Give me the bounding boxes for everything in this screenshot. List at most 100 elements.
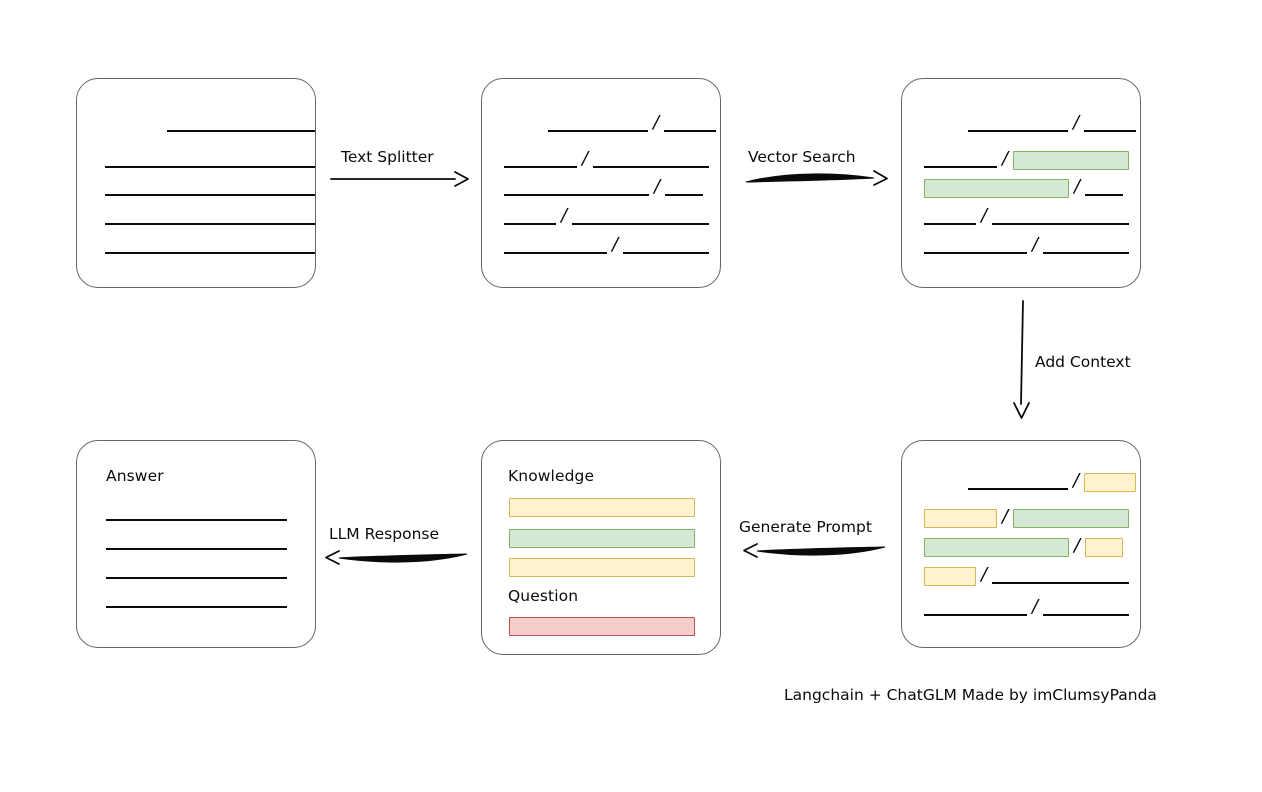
text-line xyxy=(105,179,315,197)
highlight-chunk-yellow xyxy=(1085,537,1124,557)
text-line xyxy=(992,567,1130,585)
slash-separator: / xyxy=(981,563,988,585)
highlight-chunk-green xyxy=(924,537,1069,557)
table-row xyxy=(77,178,315,198)
table-row: / xyxy=(902,563,1140,586)
text-line xyxy=(504,179,649,197)
knowledge-section-label: Knowledge xyxy=(508,467,595,485)
edge-label-vector-search: Vector Search xyxy=(748,148,856,166)
table-row: / xyxy=(902,175,1140,198)
highlight-chunk-yellow xyxy=(924,508,997,528)
text-line xyxy=(968,473,1068,491)
text-line xyxy=(992,208,1130,226)
context-chunks-rows: / / / / / xyxy=(902,441,1140,647)
node-source-document[interactable] xyxy=(76,78,316,288)
knowledge-bar xyxy=(509,498,695,517)
table-row: / xyxy=(902,534,1140,557)
slash-separator: / xyxy=(582,147,589,169)
text-line xyxy=(1084,115,1137,133)
table-row: / xyxy=(902,204,1140,227)
text-line xyxy=(572,208,710,226)
slash-separator: / xyxy=(1073,111,1080,133)
text-line xyxy=(664,115,717,133)
slash-separator: / xyxy=(1032,595,1039,617)
edge-label-llm-response: LLM Response xyxy=(329,525,440,543)
node-answer[interactable]: Answer xyxy=(76,440,316,648)
text-line xyxy=(167,115,315,133)
slash-separator: / xyxy=(1073,469,1080,491)
text-line xyxy=(105,208,315,226)
text-line xyxy=(504,208,556,226)
edge-arrow-add-context xyxy=(1013,300,1030,419)
text-line xyxy=(623,237,710,255)
split-chunks-rows: / / / / / xyxy=(482,79,720,287)
table-row: / xyxy=(902,111,1140,134)
highlight-chunk-yellow xyxy=(1084,472,1137,492)
table-row: / xyxy=(902,595,1140,618)
highlight-chunk-green xyxy=(1013,150,1130,170)
answer-line xyxy=(106,606,287,608)
knowledge-bar xyxy=(509,558,695,577)
text-line xyxy=(924,237,1027,255)
edge-label-add-context: Add Context xyxy=(1035,353,1131,371)
answer-line xyxy=(106,548,287,550)
answer-title: Answer xyxy=(106,467,164,485)
knowledge-bar xyxy=(509,529,695,548)
answer-line xyxy=(106,577,287,579)
table-row: / xyxy=(482,175,720,198)
retrieved-chunks-rows: / / / / / xyxy=(902,79,1140,287)
slash-separator: / xyxy=(981,204,988,226)
slash-separator: / xyxy=(1074,175,1081,197)
table-row: / xyxy=(902,469,1140,492)
highlight-chunk-green xyxy=(1013,508,1130,528)
slash-separator: / xyxy=(612,233,619,255)
edge-label-text-splitter: Text Splitter xyxy=(341,148,434,166)
node-context-chunks[interactable]: / / / / / xyxy=(901,440,1141,648)
text-line xyxy=(665,179,704,197)
slash-separator: / xyxy=(561,204,568,226)
text-line xyxy=(924,151,997,169)
text-line xyxy=(593,151,710,169)
table-row: / xyxy=(902,505,1140,528)
table-row: / xyxy=(482,147,720,170)
question-section-label: Question xyxy=(508,587,579,605)
slash-separator: / xyxy=(1002,147,1009,169)
footer-credit: Langchain + ChatGLM Made by imClumsyPand… xyxy=(784,686,1157,704)
table-row xyxy=(77,150,315,170)
text-line xyxy=(105,237,315,255)
text-line xyxy=(1085,179,1124,197)
slash-separator: / xyxy=(1002,505,1009,527)
table-row: / xyxy=(482,204,720,227)
table-row xyxy=(77,207,315,227)
slash-separator: / xyxy=(654,175,661,197)
table-row xyxy=(77,114,315,134)
table-row: / xyxy=(482,111,720,134)
text-line xyxy=(504,237,607,255)
slash-separator: / xyxy=(653,111,660,133)
edge-arrow-generate-prompt xyxy=(743,543,886,558)
text-line xyxy=(1043,599,1130,617)
edge-arrow-llm-response xyxy=(325,550,468,565)
node-split-chunks[interactable]: / / / / / xyxy=(481,78,721,288)
answer-line xyxy=(106,519,287,521)
highlight-chunk-yellow xyxy=(924,566,976,586)
text-line xyxy=(968,115,1068,133)
table-row: / xyxy=(902,147,1140,170)
edge-label-generate-prompt: Generate Prompt xyxy=(739,518,872,536)
text-line xyxy=(1043,237,1130,255)
text-line xyxy=(105,151,315,169)
node-retrieved-chunks[interactable]: / / / / / xyxy=(901,78,1141,288)
text-line xyxy=(548,115,648,133)
table-row: / xyxy=(482,233,720,256)
question-bar xyxy=(509,617,695,636)
node-prompt[interactable]: Knowledge Question xyxy=(481,440,721,655)
table-row xyxy=(77,236,315,256)
text-line xyxy=(924,208,976,226)
text-line xyxy=(924,599,1027,617)
edge-arrow-text-splitter xyxy=(330,171,469,187)
highlight-chunk-green xyxy=(924,178,1069,198)
slash-separator: / xyxy=(1074,534,1081,556)
text-line xyxy=(504,151,577,169)
edge-arrow-vector-search xyxy=(745,170,888,186)
